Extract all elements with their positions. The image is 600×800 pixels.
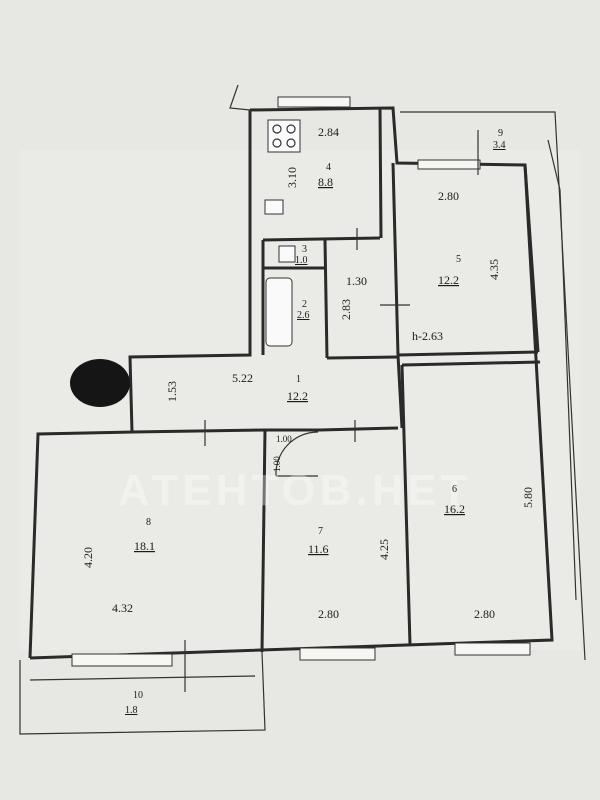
room-6-depth-label: 5.80 (521, 487, 535, 508)
room-6-left-wall (400, 364, 412, 646)
room-5-number: 5 (456, 254, 461, 265)
room-6-top-wall (401, 360, 541, 367)
room-2-number: 2 (302, 299, 307, 310)
room-4-number: 4 (326, 162, 331, 173)
room-9-area: 3.4 (493, 140, 506, 151)
room-6-area: 16.2 (444, 502, 465, 516)
kitchen-vent (229, 84, 251, 111)
kitchen-depth-label: 3.10 (285, 167, 299, 188)
room-5-left-wall (391, 162, 400, 356)
outer-wall-left (28, 110, 252, 659)
balcony-10-outline (19, 651, 266, 735)
kitchen-width-label: 2.84 (318, 125, 339, 139)
kitchen-sink-icon (264, 199, 284, 215)
balcony-10-inner (29, 675, 256, 681)
room-5-width-label: 2.80 (438, 189, 459, 203)
redaction-blob (70, 359, 130, 407)
room-5-height-label: h-2.63 (412, 329, 443, 343)
balcony-9-inner (547, 139, 577, 601)
room-8-number: 8 (146, 517, 151, 528)
outer-wall-right-bottom (29, 164, 554, 660)
hall-length-label: 5.22 (232, 371, 253, 385)
room-10-number: 10 (133, 690, 143, 701)
room-6-window (454, 642, 531, 656)
hall-right-wall (396, 354, 404, 429)
kitchen-right-wall (378, 107, 383, 239)
door-height-label: 1.00 (272, 456, 282, 472)
room-6-number: 6 (452, 484, 457, 495)
room-8-depth-label: 4.20 (81, 547, 95, 568)
room-7-door-arc (275, 431, 319, 477)
hall-depth-label: 1.53 (165, 381, 179, 402)
room-1-area: 12.2 (287, 389, 308, 403)
kitchen-bottom-wall (262, 236, 381, 242)
toilet-icon (278, 245, 296, 263)
room-9-number: 9 (498, 128, 503, 139)
bathtub-icon (265, 277, 293, 347)
corridor-width-label: 1.30 (346, 274, 367, 288)
room-7-area: 11.6 (308, 542, 329, 556)
room-5-area: 12.2 (438, 273, 459, 287)
room-7-depth-label: 4.25 (377, 539, 391, 560)
burner-icon (286, 124, 296, 134)
room-7-window (299, 647, 376, 661)
stove-icon (267, 119, 301, 153)
burner-icon (286, 138, 296, 148)
room-5-depth-label: 4.35 (487, 259, 501, 280)
room-8-window (71, 653, 173, 667)
room-4-area: 8.8 (318, 175, 333, 189)
burner-icon (272, 124, 282, 134)
room-3-area: 1.0 (295, 255, 308, 266)
room-3-number: 3 (302, 244, 307, 255)
kitchen-window (277, 96, 351, 108)
room-5-bottom-wall (397, 350, 539, 357)
room-6-width-label: 2.80 (474, 607, 495, 621)
balcony-9-outline (400, 111, 586, 661)
burner-icon (272, 138, 282, 148)
hall-bottom-wall (131, 426, 399, 434)
corridor-depth-label: 2.83 (339, 299, 353, 320)
room-8-right-wall (260, 429, 267, 653)
corridor-bottom-wall (326, 355, 399, 360)
watermark-text: АТЕНТОВ.НЕТ (118, 466, 472, 515)
room-10-area: 1.8 (125, 705, 138, 716)
room-1-number: 1 (296, 374, 301, 385)
room-2-area: 2.6 (297, 310, 310, 321)
room-7-number: 7 (318, 526, 323, 537)
room-7-width-label: 2.80 (318, 607, 339, 621)
door-width-label: 1.00 (276, 434, 292, 444)
room-5-window (417, 159, 481, 170)
room-8-area: 18.1 (134, 539, 155, 553)
room-8-width-label: 4.32 (112, 601, 133, 615)
bath-right-wall (323, 239, 329, 359)
